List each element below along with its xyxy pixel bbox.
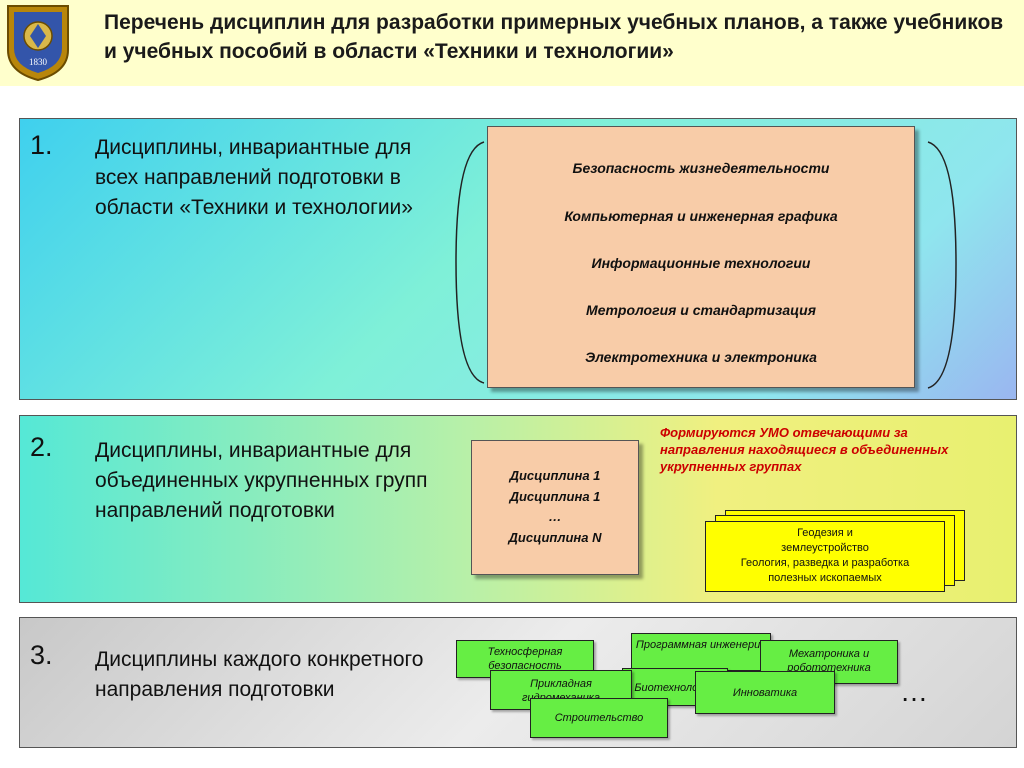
section-3-text: Дисциплины каждого конкретного направлен…	[95, 648, 424, 701]
section-2-number: 2.	[30, 432, 53, 462]
direction-construction: Строительство	[530, 698, 668, 738]
discipline-item: Электротехника и электроника	[585, 349, 817, 365]
more-ellipsis: …	[900, 676, 928, 707]
page-title: Перечень дисциплин для разработки пример…	[104, 11, 1004, 63]
discipline-item: Безопасность жизнедеятельности	[572, 160, 830, 176]
enlarged-group-box: Геодезия и землеустройство Геология, раз…	[705, 521, 945, 592]
section-2-text: Дисциплины, инвариантные для объединенны…	[95, 439, 428, 522]
section-1-text: Дисциплины, инвариантные для всех направ…	[95, 136, 413, 219]
group-line: Геодезия и	[797, 527, 853, 539]
section-3-number: 3.	[30, 640, 53, 670]
header-bar: 1830 Перечень дисциплин для разработки п…	[0, 0, 1024, 86]
right-bracket-icon	[927, 141, 957, 389]
discipline-line: Дисциплина 1	[509, 489, 601, 504]
discipline-line: …	[548, 509, 562, 524]
discipline-line: Дисциплина N	[508, 530, 602, 545]
left-bracket-icon	[455, 141, 485, 384]
direction-programming: Программная инженерия	[631, 633, 771, 671]
discipline-line: Дисциплина 1	[509, 468, 601, 483]
discipline-item: Компьютерная и инженерная графика	[564, 208, 838, 224]
svg-text:1830: 1830	[29, 57, 48, 67]
discipline-item: Метрология и стандартизация	[586, 302, 816, 318]
group-disciplines-box: Дисциплина 1 Дисциплина 1 … Дисциплина N	[471, 440, 639, 575]
group-line: полезных ископаемых	[768, 572, 882, 584]
group-line: землеустройство	[781, 542, 869, 554]
section-1-number: 1.	[30, 130, 53, 160]
university-crest-icon: 1830	[7, 5, 69, 82]
discipline-item: Информационные технологии	[591, 255, 811, 271]
group-line: Геология, разведка и разработка	[740, 557, 910, 569]
direction-innovation: Инноватика	[695, 671, 835, 714]
invariant-disciplines-box: Безопасность жизнедеятельности Компьютер…	[487, 126, 915, 388]
umo-note: Формируются УМО отвечающими за направлен…	[660, 425, 949, 474]
